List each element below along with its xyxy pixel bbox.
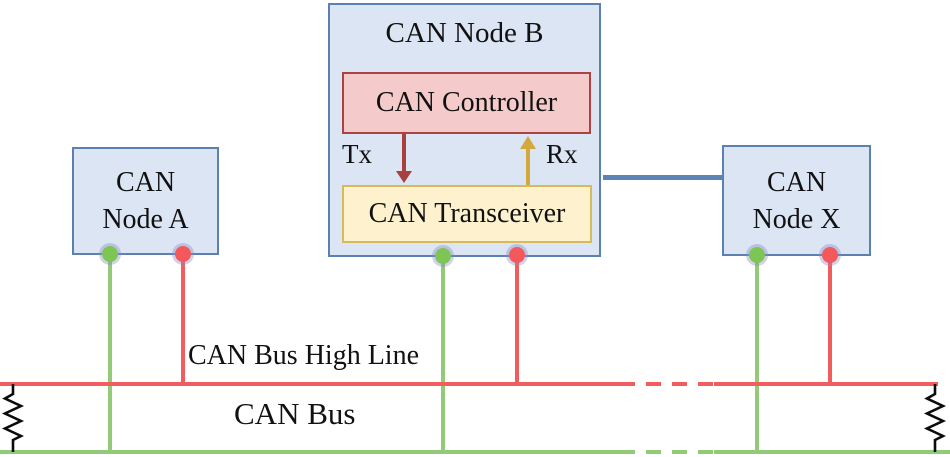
can-controller-label: CAN Controller [375, 87, 558, 118]
can-high-line-label: CAN Bus High Line [188, 340, 419, 371]
node-a-can-low-terminal-dot [102, 246, 118, 262]
tx-arrow-line [402, 134, 406, 172]
can-node-x-box: CAN Node X [722, 145, 871, 256]
rx-arrow-icon [520, 136, 536, 149]
can-high-line-left [0, 382, 620, 386]
rx-arrow-line [526, 149, 530, 185]
node-x-label-line2: Node X [752, 203, 841, 235]
can-high-line-dashed [620, 382, 714, 386]
node-x-label-line1: CAN [766, 166, 827, 198]
termination-resistor-right-icon [923, 384, 947, 452]
can-node-a-box: CAN Node A [72, 147, 219, 255]
can-transceiver-box: CAN Transceiver [342, 185, 592, 243]
tx-label: Tx [342, 139, 372, 169]
tx-arrow-icon [396, 171, 412, 183]
node-b-can-high-wire [515, 252, 519, 384]
can-controller-box: CAN Controller [342, 72, 591, 134]
node-x-can-high-wire [828, 252, 832, 384]
node-b-can-high-terminal-dot [509, 247, 525, 263]
node-x-can-high-terminal-dot [822, 247, 838, 263]
node-a-label-line2: Node A [102, 204, 189, 235]
can-node-b-box: CAN Node B CAN Controller CAN Transceive… [328, 3, 601, 257]
node-b-can-low-wire [441, 252, 445, 452]
node-b-can-low-terminal-dot [435, 248, 451, 264]
can-low-line-dashed [620, 450, 714, 454]
can-low-line-right [714, 450, 950, 454]
node-x-can-low-wire [755, 252, 759, 452]
can-transceiver-label: CAN Transceiver [368, 198, 566, 229]
node-a-can-low-wire [108, 250, 112, 452]
rx-label: Rx [546, 139, 578, 169]
node-b-title: CAN Node B [385, 17, 544, 49]
node-a-label-line1: CAN [115, 167, 176, 198]
node-a-can-high-wire [181, 250, 185, 384]
can-low-line-left [0, 450, 620, 454]
node-a-can-high-terminal-dot [175, 246, 191, 262]
termination-resistor-left-icon [1, 384, 25, 452]
can-bus-label: CAN Bus [234, 396, 356, 431]
can-high-line-right [714, 382, 938, 386]
node-b-to-node-x-link [603, 175, 722, 180]
node-x-can-low-terminal-dot [749, 247, 765, 263]
